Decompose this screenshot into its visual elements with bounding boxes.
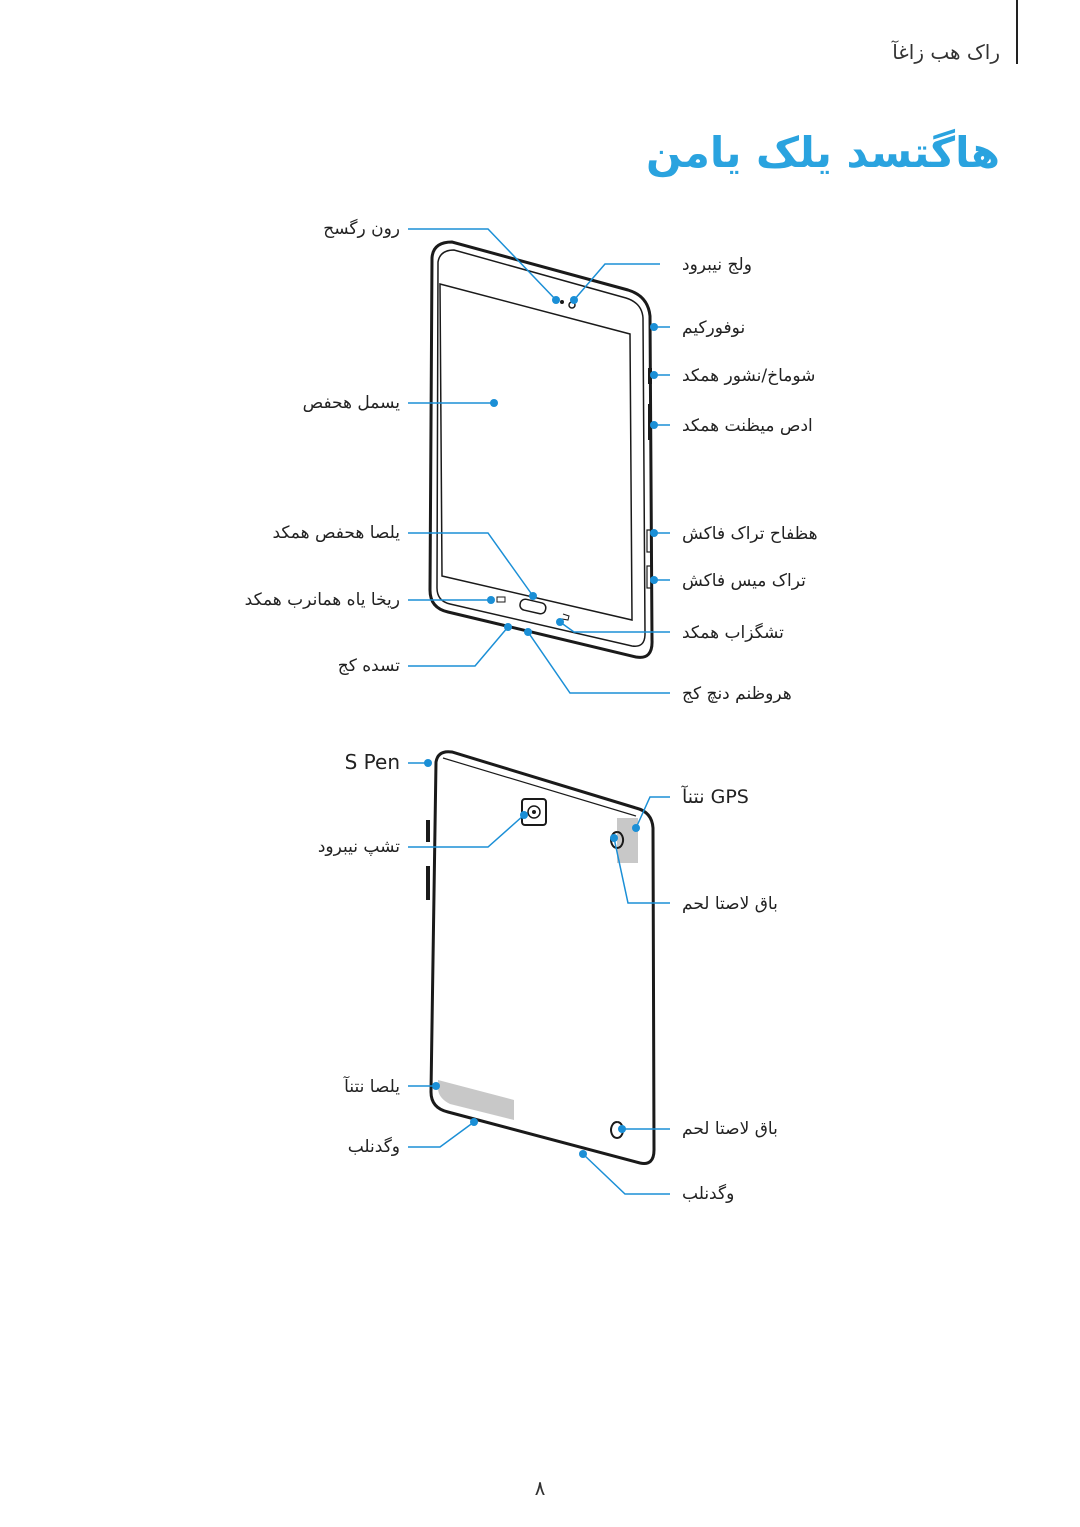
side-key-power: [648, 368, 652, 384]
page-title: هاگتسد یلک یامن: [646, 128, 1000, 177]
label-power-key: شوماخ/نشور همکد: [682, 366, 816, 386]
label-front-camera: ولج نیبرود: [682, 255, 752, 275]
label-multipurpose-jack: هروظنم دنچ کج: [682, 684, 792, 704]
rear-callout-dots: [424, 759, 640, 1158]
label-main-antenna: یلصا نتنآ: [344, 1077, 400, 1097]
label-speaker-right: وگدنلب: [682, 1184, 735, 1204]
header-rule: [1016, 0, 1018, 64]
label-microphone: نوفورکیم: [682, 318, 746, 338]
front-callouts: [408, 228, 670, 694]
page-number: ۸: [534, 1476, 546, 1500]
front-callout-dots: [487, 296, 658, 636]
front-tablet: [428, 240, 654, 659]
label-volume-key: ادص میظنت همکد: [682, 416, 813, 436]
rear-tablet-body: [429, 750, 656, 1165]
label-rear-camera: تشپ نیبرود: [317, 837, 400, 857]
rear-side-key-2: [426, 866, 430, 900]
home-key-shape: [519, 598, 547, 615]
side-slot-memory: [646, 529, 653, 553]
label-s-pen: S Pen: [344, 750, 400, 774]
light-sensor-dot: [560, 300, 564, 304]
front-tablet-bezel: [436, 249, 646, 647]
back-key-shape: [561, 613, 570, 621]
label-recent-apps-key: ریخا یاه همانرب همکد: [244, 590, 400, 610]
label-touchscreen: یسمل هحفص: [302, 393, 400, 413]
label-speaker-left: وگدنلب: [347, 1137, 400, 1157]
side-key-volume: [648, 404, 652, 440]
label-home-key: یلصا هحفص همکد: [272, 523, 400, 543]
rear-tablet-edge: [442, 757, 637, 817]
main-antenna-area: [438, 1080, 514, 1120]
label-gps-antenna: GPS نتنآ: [682, 786, 749, 808]
label-headset-jack: تسده کج: [337, 656, 400, 676]
rear-side-key-1: [426, 820, 430, 842]
recent-apps-key-shape: [496, 596, 506, 603]
label-sim-card-slot: تراک میس فاکش: [682, 571, 806, 591]
label-cover-notch-top: باق لاصتا لحم: [682, 894, 778, 914]
section-heading: راک هب زاغآ: [892, 40, 1000, 64]
label-back-key: تشگزاب همکد: [682, 623, 784, 643]
label-memory-card-slot: هظفاح تراک فاکش: [682, 524, 818, 544]
label-light-sensor: رون رگسح: [323, 219, 400, 239]
front-screen: [439, 283, 633, 621]
rear-tablet: [426, 750, 656, 1165]
rear-callouts: [408, 762, 670, 1195]
cover-notch-bottom-shape: [610, 1121, 624, 1139]
label-cover-notch-bottom: باق لاصتا لحم: [682, 1119, 778, 1139]
